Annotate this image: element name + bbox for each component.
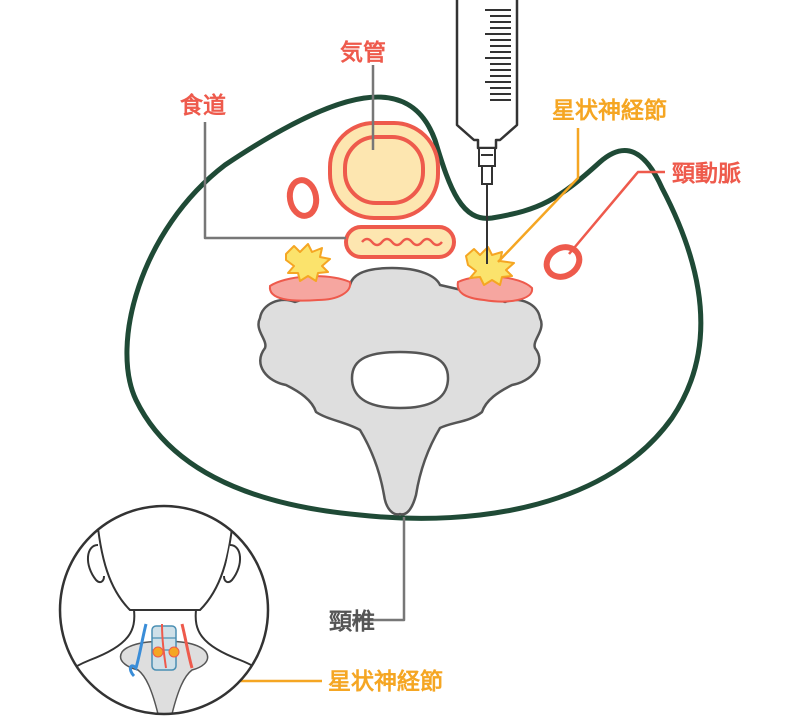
label-esophagus: 食道 [180,92,226,119]
syringe-icon [455,0,519,264]
trachea [328,121,440,220]
label-inset-stellate-ganglion: 星状神経節 [328,668,443,695]
vessel-left [286,177,320,219]
leader-esophagus [203,122,346,240]
label-carotid-artery: 頸動脈 [672,160,741,187]
neck-silhouette-icon [60,507,268,714]
leader-stellate-ganglion [497,128,580,263]
stellate-ganglion-left [285,243,331,282]
carotid-artery [543,244,583,280]
leader-cervical-vertebra [352,517,406,622]
leader-carotid-artery [568,170,665,255]
esophagus [344,225,456,259]
muscle-left [268,275,352,302]
cervical-vertebra [257,266,543,516]
label-stellate-ganglion: 星状神経節 [552,97,667,124]
inset-neck-view [58,504,270,716]
label-cervical-vertebra: 頸椎 [329,609,375,635]
label-trachea: 気管 [340,39,386,66]
